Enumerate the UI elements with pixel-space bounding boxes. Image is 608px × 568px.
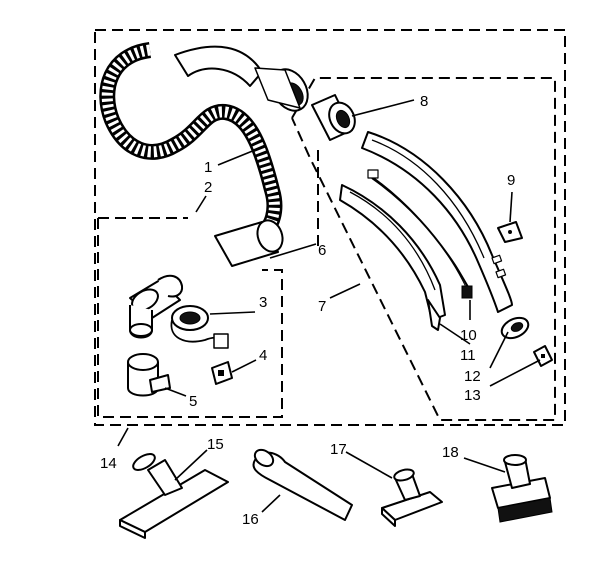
kit-boundary-outer xyxy=(94,29,566,426)
callout-8: 8 xyxy=(420,93,428,110)
callout-7: 7 xyxy=(318,298,326,315)
callout-18: 18 xyxy=(442,444,459,461)
callout-15: 15 xyxy=(207,436,224,453)
swivel-end xyxy=(311,94,356,141)
clip-part-9 xyxy=(497,221,523,243)
callout-10: 10 xyxy=(460,327,477,344)
callout-14: 14 xyxy=(100,455,117,472)
callout-9: 9 xyxy=(507,172,515,189)
callout-11: 11 xyxy=(460,347,476,364)
leader-lines xyxy=(117,99,541,513)
curved-wand xyxy=(361,131,513,313)
floor-nozzle xyxy=(119,453,229,539)
latch-part-12 xyxy=(500,316,530,340)
callout-3: 3 xyxy=(259,294,267,311)
callout-12: 12 xyxy=(464,368,481,385)
callout-5: 5 xyxy=(189,393,197,410)
callout-1: 1 xyxy=(204,159,212,176)
callout-4: 4 xyxy=(259,347,267,364)
hose-assembly-boundary-box xyxy=(97,218,283,418)
button-part-13 xyxy=(533,345,553,367)
callout-13: 13 xyxy=(464,387,481,404)
wand-clip xyxy=(339,184,446,331)
callout-16: 16 xyxy=(242,511,259,528)
coupling-part-5 xyxy=(127,353,171,397)
crevice-tool xyxy=(252,448,353,521)
connector-part-4 xyxy=(211,361,233,385)
callout-6: 6 xyxy=(318,242,326,259)
upholstery-tool xyxy=(381,468,443,527)
cord-part-3 xyxy=(170,305,229,349)
callout-2: 2 xyxy=(204,179,212,196)
elbow-connector xyxy=(129,274,184,339)
flexible-hose xyxy=(99,42,309,267)
callout-17: 17 xyxy=(330,441,347,458)
dusting-brush xyxy=(491,454,553,523)
